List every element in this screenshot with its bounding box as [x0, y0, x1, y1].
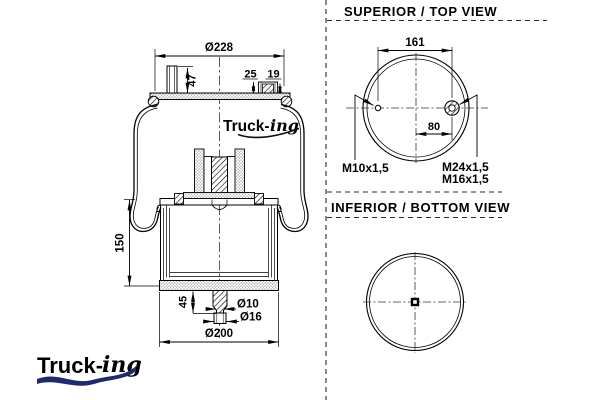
- bottom-view-panel: INFERIOR / BOTTOM VIEW: [331, 200, 510, 353]
- top-view-valve-bore: [448, 104, 456, 112]
- thread-label-m10: M10x1,5: [342, 161, 389, 175]
- bottom-plate: [159, 280, 279, 291]
- dim-150: [124, 199, 159, 287]
- center-bolt: [211, 156, 228, 199]
- thread-label-m16: M16x1,5: [442, 172, 489, 186]
- dim-161: [377, 47, 453, 101]
- top-view-title: SUPERIOR / TOP VIEW: [344, 4, 497, 19]
- top-view-crosshair: [346, 53, 488, 163]
- brand-logo-truck: Truck-: [37, 353, 103, 378]
- panel-separators: [325, 0, 547, 400]
- bottom-stud: [212, 290, 228, 324]
- piston-flange: [156, 192, 282, 212]
- dim-label-80: 80: [428, 121, 440, 133]
- dim-45: [191, 291, 216, 314]
- brand-logo: Truck- ing: [37, 352, 142, 386]
- dim-label-228: Ø228: [205, 42, 234, 54]
- dim-label-25: 25: [244, 69, 256, 81]
- bottom-view-center-bore: [413, 300, 417, 304]
- dim-80: [416, 117, 453, 140]
- dim-label-d16: Ø16: [240, 312, 262, 324]
- bumper-assembly: [194, 148, 245, 199]
- dim-200: [159, 292, 279, 347]
- bottom-view-title: INFERIOR / BOTTOM VIEW: [331, 200, 510, 215]
- piston-body: [160, 205, 278, 281]
- top-plate-bead-right: [280, 95, 293, 108]
- dim-228: [154, 49, 285, 91]
- brand-logo-ing: ing: [102, 352, 142, 378]
- dim-label-200: Ø200: [205, 328, 233, 340]
- dim-label-d10: Ø10: [237, 299, 259, 311]
- brand-logo-swoosh: [37, 366, 136, 386]
- leader-m10: [354, 94, 374, 160]
- leader-m24: [459, 94, 478, 157]
- dim-label-150: 150: [115, 233, 127, 252]
- bellows-outline: [129, 103, 309, 233]
- top-view-stud-m10: [374, 104, 382, 112]
- top-plate: [149, 92, 291, 100]
- top-view-panel: SUPERIOR / TOP VIEW 161 80 M10x1,5 M24x1…: [342, 4, 497, 186]
- main-section-view: Ø228 47 25 19: [115, 42, 309, 347]
- dim-label-47: 47: [187, 74, 199, 86]
- drawing-logo-swoosh: [237, 127, 300, 139]
- drawing-logo-ing: ing: [270, 116, 299, 135]
- bolt-hole-arc: [211, 204, 228, 210]
- dim-label-19: 19: [267, 69, 279, 81]
- dim-label-161: 161: [405, 37, 425, 49]
- dim-label-45: 45: [178, 296, 190, 308]
- top-stud: [166, 65, 178, 94]
- thread-label-m24: M24x1,5: [442, 160, 489, 174]
- drawing-logo-truck: Truck-: [223, 118, 270, 135]
